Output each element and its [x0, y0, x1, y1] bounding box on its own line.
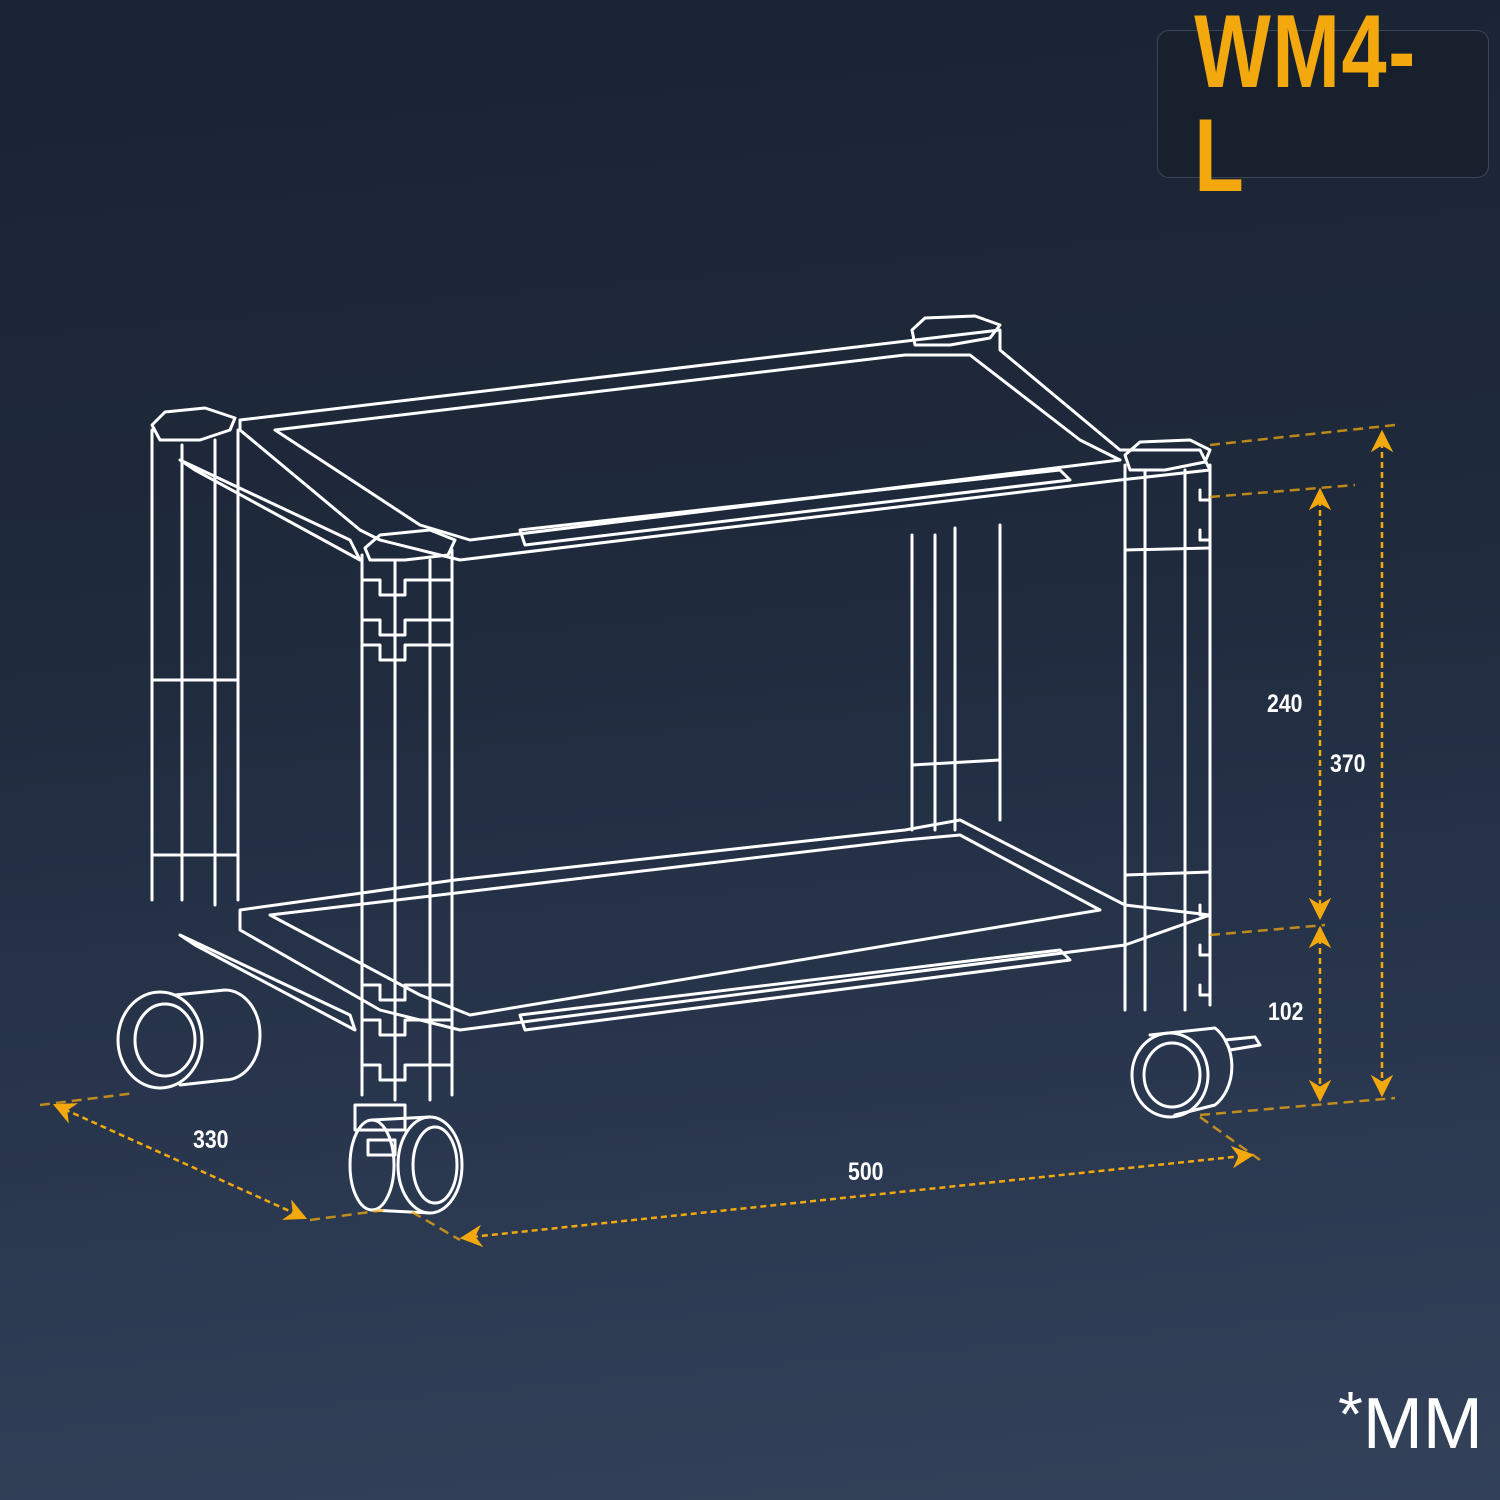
unit-label: MM	[1362, 1384, 1483, 1464]
top-shelf-inner	[273, 353, 1122, 542]
caster-front-right	[1130, 1026, 1262, 1119]
corner-cap	[1123, 438, 1212, 472]
top-shelf-handle	[518, 468, 1072, 547]
dim-width	[459, 1145, 1255, 1248]
corner-cap	[150, 406, 237, 442]
corner-cap	[910, 314, 1002, 347]
leg-back-left	[150, 428, 240, 907]
leg-back-right	[910, 523, 1002, 832]
unit-note: *MM	[1338, 1382, 1483, 1460]
bottom-shelf-side-handle	[178, 933, 357, 1032]
leg-front-left	[360, 548, 454, 1102]
top-shelf-side-handle	[178, 458, 362, 562]
bottom-shelf-inner	[268, 833, 1102, 1017]
label-total-height: 370	[1330, 750, 1366, 778]
top-shelf-outline	[238, 328, 1212, 562]
asterisk: *	[1338, 1378, 1363, 1450]
bottom-shelf-outline	[238, 818, 1212, 1032]
label-shelf-gap: 240	[1267, 690, 1303, 718]
caster-back-left	[116, 988, 262, 1090]
cart-outline	[116, 314, 1262, 1215]
leg-front-right	[1123, 463, 1212, 1012]
model-name: WM4-L	[1194, 0, 1417, 214]
label-clearance: 102	[1268, 998, 1304, 1026]
label-width: 500	[848, 1158, 884, 1186]
model-badge: WM4-L	[1157, 0, 1489, 208]
caster-front-left	[348, 1103, 464, 1215]
corner-cap	[363, 528, 457, 562]
dim-depth	[52, 1103, 308, 1220]
dimension-lines	[39, 423, 1396, 1248]
label-depth: 330	[193, 1126, 229, 1154]
bottom-shelf-handle	[518, 948, 1072, 1032]
